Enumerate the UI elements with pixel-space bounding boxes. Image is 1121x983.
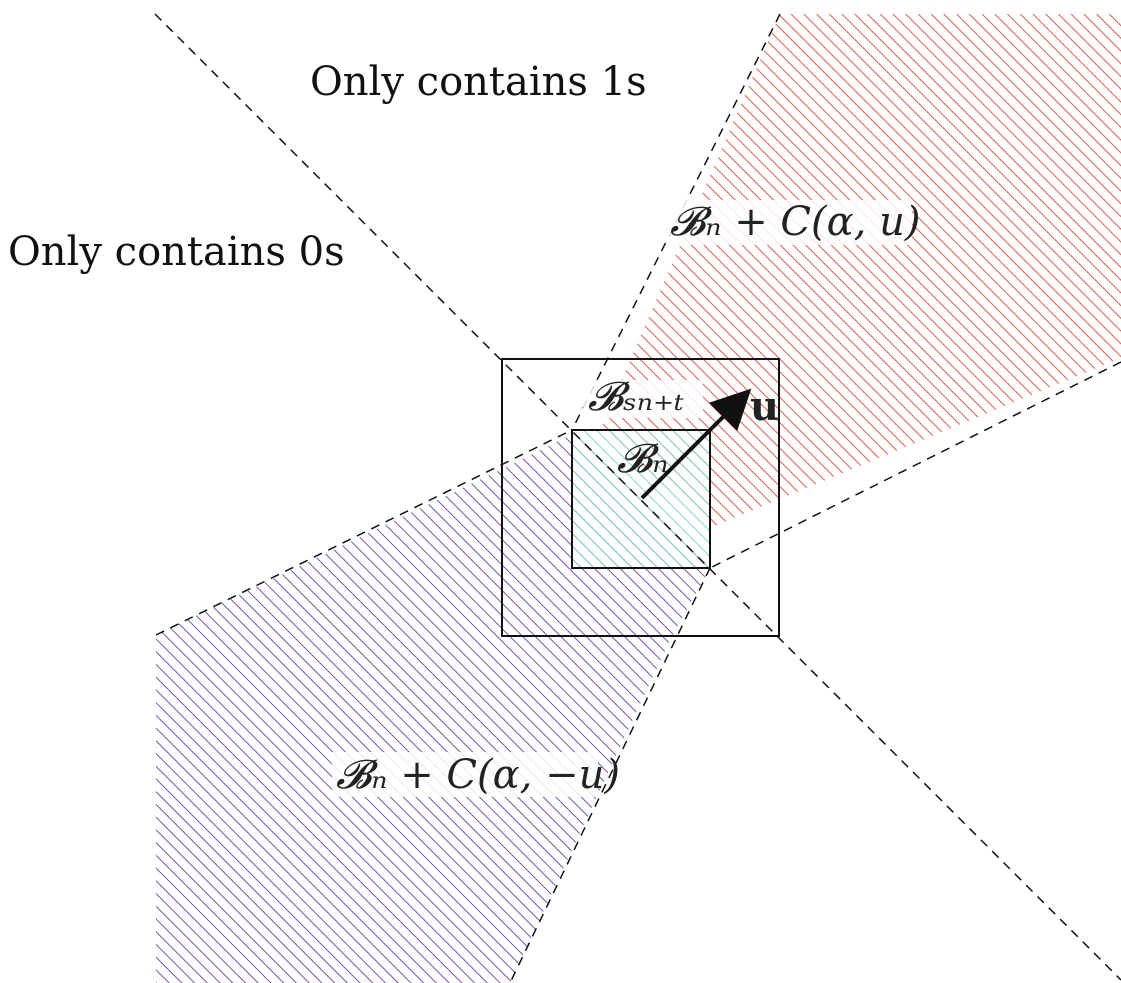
vector-u-label: u — [750, 383, 779, 430]
only-zeros-label: Only contains 0s — [8, 229, 345, 275]
lower-cone-region — [156, 433, 710, 983]
outer-box-label-bg — [583, 380, 703, 418]
only-ones-label: Only contains 1s — [310, 59, 647, 105]
upper-cone-label-bg — [666, 200, 912, 245]
upper-cone-right-edge — [709, 361, 1121, 569]
outer-box-label: 𝓑ₛₙ₊ₜ — [588, 374, 684, 420]
inner-box-label: 𝓑ₙ — [617, 436, 669, 482]
lower-cone-label-bg — [332, 752, 598, 797]
outer-box — [501, 358, 780, 637]
lower-cone-right-edge — [509, 567, 711, 983]
upper-cone-label: 𝓑ₙ + C(α, u) — [670, 199, 920, 245]
vector-u-arrow — [640, 388, 752, 500]
boundary-dashed-line — [154, 13, 1121, 981]
lower-cone-label: 𝓑ₙ + C(α, −u) — [336, 752, 620, 798]
inner-box — [571, 429, 711, 569]
